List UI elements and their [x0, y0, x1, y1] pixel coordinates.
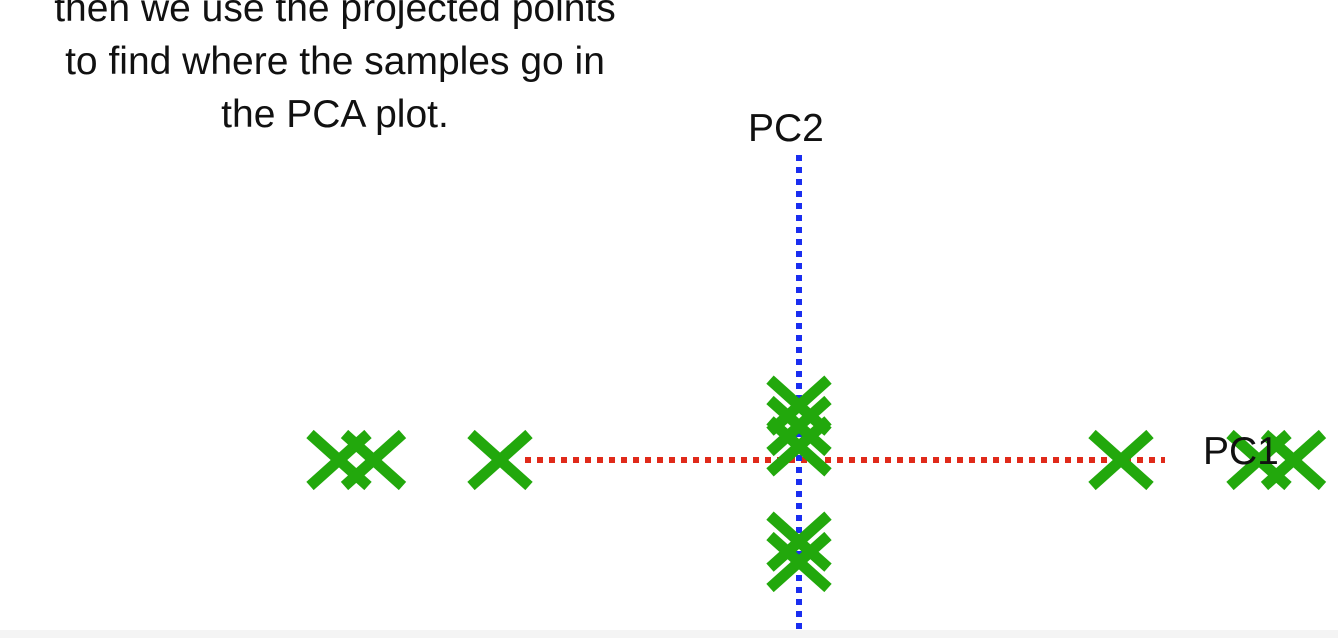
caption-line-2: to find where the samples go in: [65, 40, 605, 83]
sample-marker: [1088, 429, 1154, 491]
caption-line-3: the PCA plot.: [221, 93, 449, 136]
pc2-axis-label: PC2: [748, 107, 824, 150]
bottom-strip: [0, 630, 1338, 638]
sample-marker: [766, 416, 832, 477]
pc1-axis-label: PC1: [1203, 430, 1279, 473]
sample-marker: [340, 429, 407, 491]
caption-line-1: then we use the projected points: [54, 0, 616, 30]
sample-markers: [306, 375, 1327, 593]
caption: then we use the projected points to find…: [0, 0, 680, 141]
sample-marker: [1260, 429, 1327, 491]
sample-marker: [766, 531, 832, 593]
sample-marker: [467, 429, 533, 491]
sample-marker: [766, 511, 832, 572]
sample-marker: [766, 395, 832, 457]
